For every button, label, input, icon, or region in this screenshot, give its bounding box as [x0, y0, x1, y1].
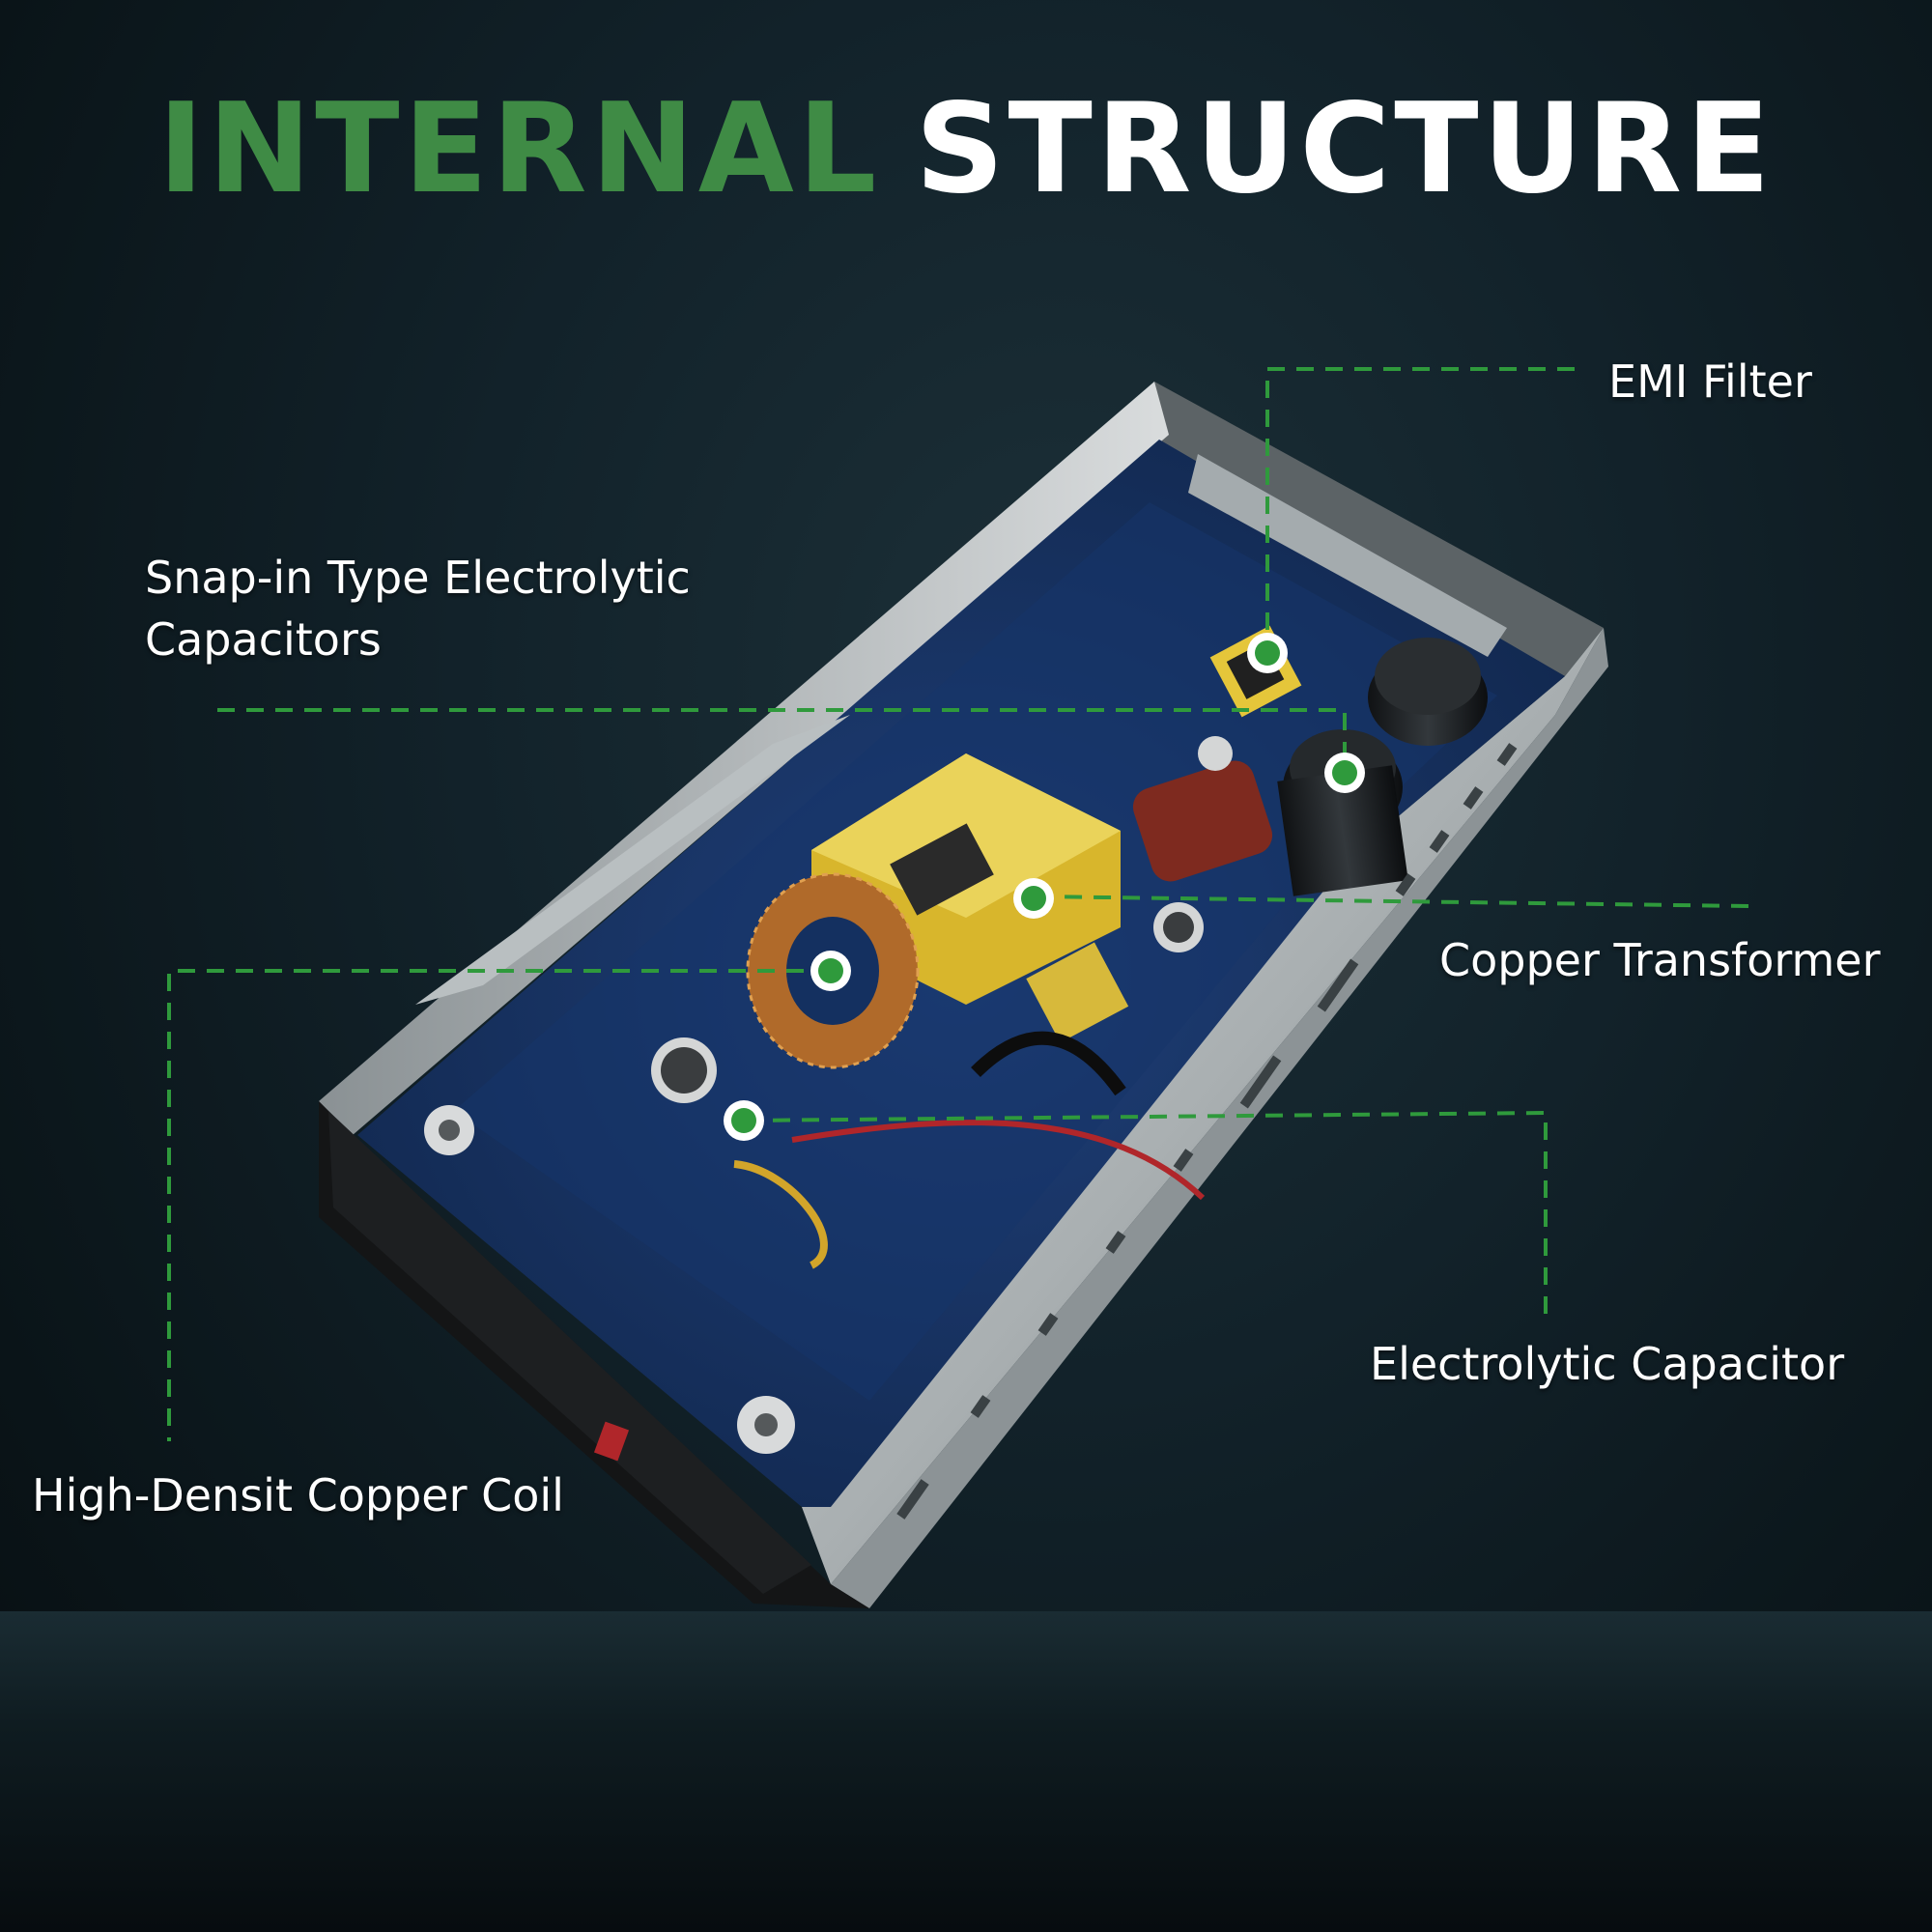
label-emi-filter: EMI Filter: [1608, 355, 1812, 408]
leader-copper-coil: [167, 969, 833, 1441]
small-capacitor-3: [1198, 736, 1233, 771]
label-snap-in-capacitors-line1: Snap-in Type Electrolytic: [145, 552, 691, 604]
leader-copper-transformer: [1035, 895, 1749, 908]
vent-holes: [896, 743, 1518, 1520]
wire-yellow: [733, 1160, 828, 1269]
wire-red: [791, 1120, 1206, 1201]
leader-electrolytic-capacitor: [743, 1110, 1548, 1316]
wire-black: [971, 1031, 1126, 1096]
callout-dots: [724, 633, 1365, 1141]
leader-snap-in-capacitors: [217, 708, 1347, 768]
label-electrolytic-capacitor: Electrolytic Capacitor: [1370, 1338, 1845, 1390]
label-snap-in-capacitors-line2: Capacitors: [145, 613, 382, 666]
leader-emi-filter: [1265, 367, 1575, 647]
heatsink-left: [415, 715, 850, 1005]
aux-transformer: [1026, 942, 1129, 1043]
label-copper-transformer: Copper Transformer: [1439, 934, 1881, 986]
title-structure: STRUCTURE: [915, 77, 1775, 221]
title-internal: INTERNAL: [157, 77, 881, 221]
power-switch: [593, 1421, 630, 1462]
front-panel-face: [328, 1111, 811, 1594]
shelf-surface: [0, 1611, 1932, 1932]
label-copper-coil: High-Densit Copper Coil: [32, 1469, 564, 1521]
film-capacitor: [1132, 760, 1273, 882]
case-back-wall: [1121, 382, 1604, 676]
case-bottom-face: [831, 628, 1608, 1608]
